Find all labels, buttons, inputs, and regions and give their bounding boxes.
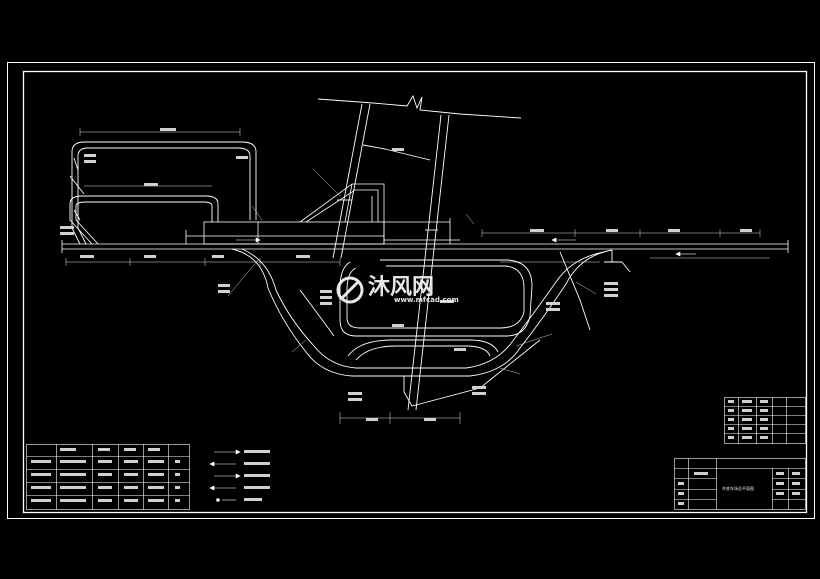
- shaft-bottom-loop: [231, 248, 631, 407]
- title-block: [674, 458, 806, 510]
- right-small-table-marks: [728, 400, 768, 439]
- inner-frame-border: [22, 70, 808, 514]
- upper-left-loop-tracks: [69, 141, 257, 245]
- inclined-shafts: [317, 94, 522, 411]
- drawing-title: 井底车场总平面图: [722, 485, 754, 491]
- dimension-lines: [65, 128, 770, 424]
- outer-sheet-border: [7, 62, 815, 519]
- central-platforms: [185, 183, 460, 245]
- main-track: [61, 240, 789, 253]
- annotation-marks: [60, 128, 752, 421]
- watermark-logo-icon: [336, 276, 364, 304]
- direction-arrows: [236, 237, 696, 257]
- leader-lines: [227, 169, 597, 375]
- right-small-table: [724, 397, 806, 444]
- watermark-brand: 沐风网: [368, 275, 434, 300]
- legend: [209, 449, 241, 502]
- legend-label-marks: [244, 450, 270, 501]
- title-block-marks: [678, 472, 800, 505]
- parameter-table: [26, 444, 190, 510]
- watermark: 沐风网 www.mfcad.com: [336, 275, 459, 304]
- parameter-table-cell-marks: [31, 448, 180, 502]
- watermark-site: www.mfcad.com: [394, 296, 459, 304]
